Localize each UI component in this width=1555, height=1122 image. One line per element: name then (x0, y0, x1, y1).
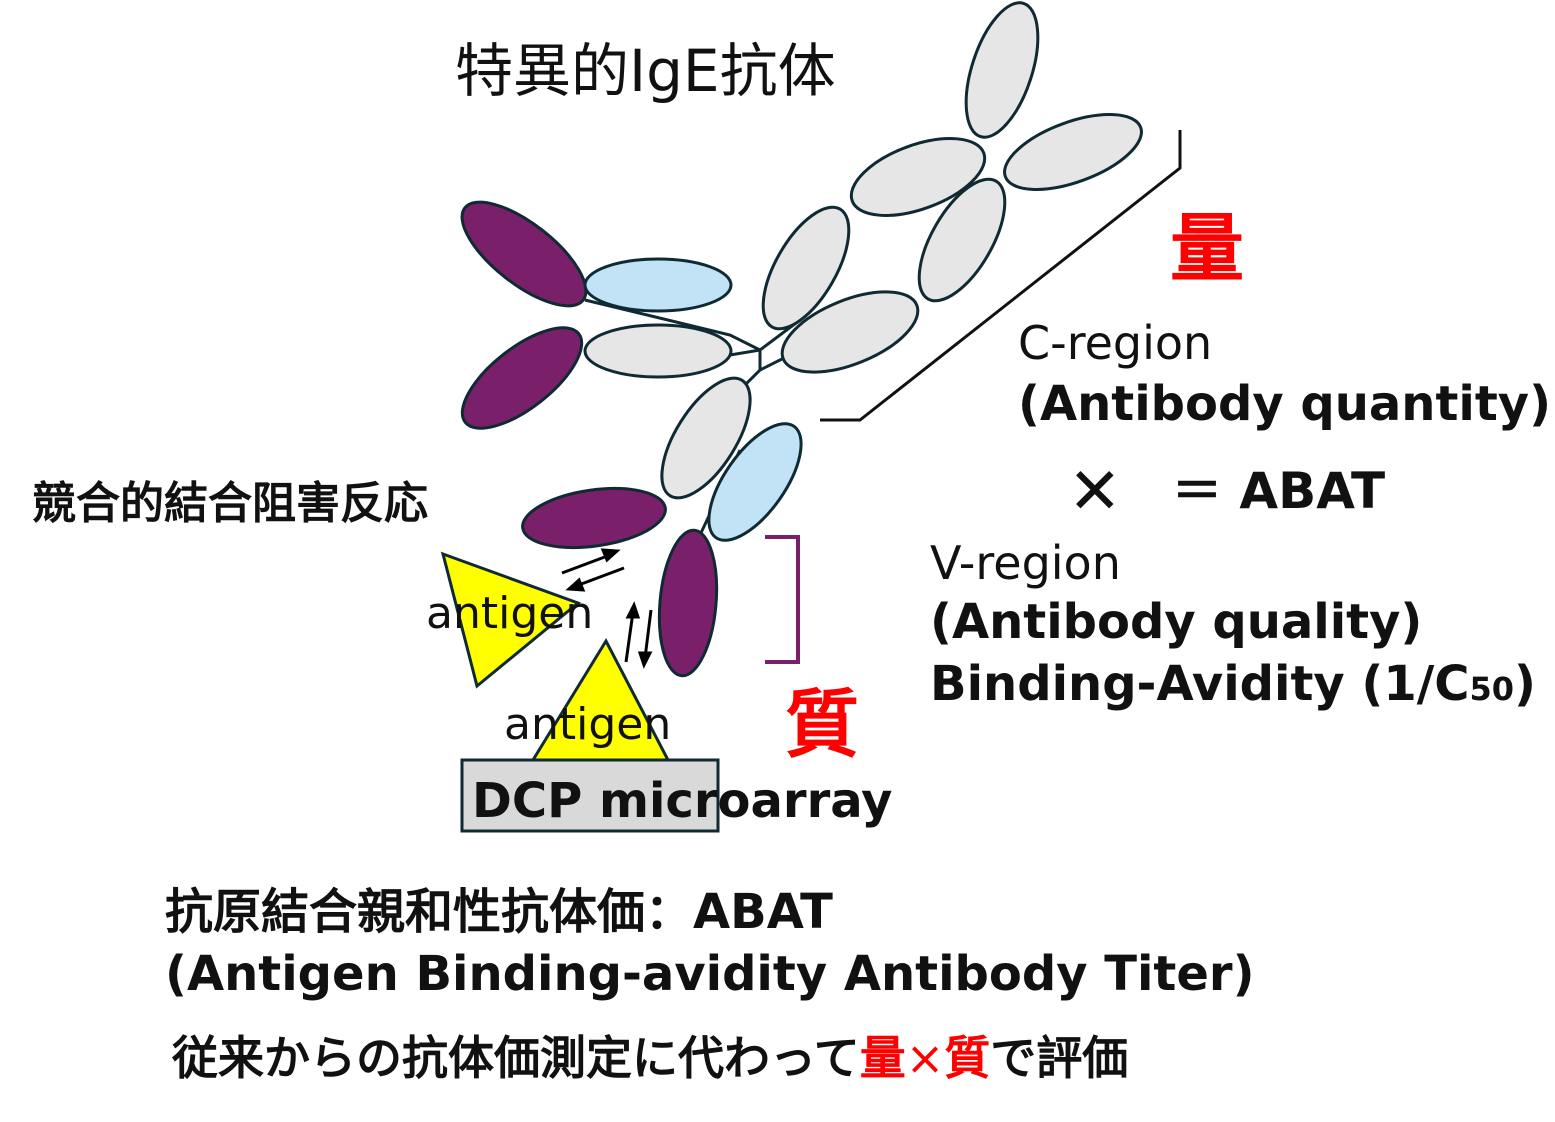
competitive-inhibition-label: 競合的結合阻害反応 (32, 478, 428, 529)
heavy-chain-c-domain (1003, 113, 1143, 191)
c-region-sub: (Antibody quantity) (1018, 376, 1552, 432)
antigen-label: antigen (426, 588, 594, 639)
hinge-lines (584, 298, 801, 536)
microarray-label: DCP microarray (472, 773, 893, 829)
binding-avidity: Binding-Avidity (1/C50) (930, 660, 1536, 708)
c-region-bracket (820, 130, 1182, 422)
footer-times: × (905, 1031, 945, 1085)
binding-avidity-text: Binding-Avidity (1/C (930, 656, 1470, 712)
binding-close: ) (1514, 656, 1536, 712)
variable-domain (460, 200, 588, 308)
variable-domain (657, 528, 719, 678)
heavy-chain-c-domain (780, 290, 920, 374)
footer-quantity: 量 (859, 1031, 906, 1085)
heavy-chain-c-domain (849, 137, 987, 217)
heavy-chain-c-domain (917, 177, 1007, 303)
heavy-chain-c-domain (583, 323, 733, 379)
heavy-chain-c-domain (964, 1, 1040, 139)
v-region-label: V-region (930, 536, 1121, 590)
v-region-sub: (Antibody quality) (930, 594, 1423, 650)
binding-subscript: 50 (1469, 670, 1515, 708)
antigen-triangle (440, 551, 581, 689)
antigen-label: antigen (504, 699, 672, 750)
c-region-label: C-region (1018, 316, 1213, 370)
microarray-box (460, 758, 720, 833)
light-chain-c-domain (707, 422, 803, 542)
footer-post: で評価 (990, 1031, 1129, 1085)
abat-expansion: (Antigen Binding-avidity Antibody Titer) (165, 946, 1255, 1002)
v-region-bracket (765, 535, 800, 664)
times-icon: ✕ (1068, 455, 1122, 529)
variable-domain (521, 487, 667, 549)
title: 特異的IgE抗体 (455, 37, 836, 105)
equals-abat: ＝ ABAT (1172, 462, 1386, 520)
heavy-chain-c-domain (761, 205, 851, 331)
quality-label: 質 (785, 682, 859, 768)
abat-title: 抗原結合親和性抗体価：ABAT (165, 884, 833, 940)
quantity-label: 量 (1170, 206, 1244, 292)
footer-quality: 質 (944, 1031, 991, 1085)
light-chain-c-domain (583, 257, 733, 313)
footer-text: 従来からの抗体価測定に代わって量×質で評価 (172, 1035, 1128, 1081)
heavy-chain-c-domain (660, 376, 752, 500)
equilibrium-arrows (561, 548, 653, 669)
variable-domain (460, 326, 584, 430)
footer-pre: 従来からの抗体価測定に代わって (172, 1031, 860, 1085)
